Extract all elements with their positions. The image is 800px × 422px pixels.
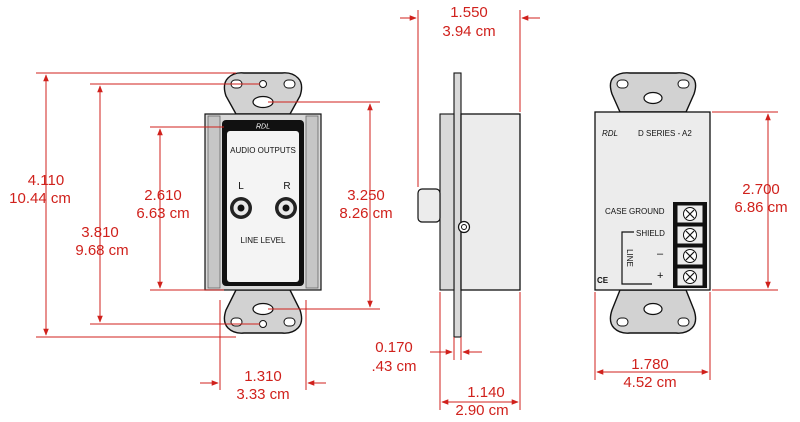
front-brand-logo: RDL bbox=[256, 124, 270, 131]
terminal-screw-3-icon bbox=[676, 246, 704, 266]
rear-view: RDL D SERIES - A2 CASE GROUND SHIELD – +… bbox=[594, 72, 711, 334]
panel-height-in: 2.610 bbox=[144, 187, 182, 204]
panel-height-cm: 6.63 cm bbox=[136, 205, 189, 222]
depth-cm: 3.94 cm bbox=[442, 23, 495, 40]
side-body bbox=[439, 113, 455, 291]
overall-height-cm: 10.44 cm bbox=[9, 190, 71, 207]
dimension-depth: 1.550 3.94 cm bbox=[400, 4, 540, 187]
front-body-left-rail bbox=[207, 115, 221, 289]
dimension-body-height: 3.250 8.26 cm bbox=[268, 101, 393, 310]
dimension-panel-height: 2.610 6.63 cm bbox=[136, 126, 224, 291]
mount-height-cm: 9.68 cm bbox=[75, 242, 128, 259]
dimension-plate-thickness: 0.170 .43 cm bbox=[371, 337, 482, 375]
rear-width-in: 1.780 bbox=[631, 356, 669, 373]
terminal-screw-2-icon bbox=[676, 225, 704, 245]
rear-model-label: D SERIES - A2 bbox=[638, 129, 692, 138]
front-top-ear-slot-right bbox=[283, 79, 296, 89]
rear-top-mount-hole bbox=[643, 91, 663, 105]
terminal-screw-4-icon bbox=[676, 267, 704, 287]
front-bottom-screw-icon bbox=[259, 320, 267, 328]
mount-height-in: 3.810 bbox=[81, 224, 119, 241]
jack-right-icon bbox=[275, 197, 297, 219]
dimension-mount-height: 3.810 9.68 cm bbox=[75, 83, 260, 325]
dimension-body-depth: 1.140 2.90 cm bbox=[439, 292, 521, 419]
rear-top-ear-slot-right bbox=[677, 79, 690, 89]
side-screw-icon bbox=[457, 220, 471, 234]
front-jack-left-label: L bbox=[238, 181, 244, 192]
side-knob bbox=[417, 188, 441, 223]
rear-line-label: LINE bbox=[625, 249, 634, 267]
rear-top-ear-slot-left bbox=[616, 79, 629, 89]
rear-width-cm: 4.52 cm bbox=[623, 374, 676, 391]
dimension-rear-width: 1.780 4.52 cm bbox=[594, 292, 711, 391]
front-body-right-rail bbox=[305, 115, 319, 289]
front-bottom-ear-slot-right bbox=[283, 317, 296, 327]
front-jack-right-label: R bbox=[283, 181, 290, 192]
body-depth-in: 1.140 bbox=[467, 384, 505, 401]
rear-height-cm: 6.86 cm bbox=[734, 199, 787, 216]
body-height-in: 3.250 bbox=[347, 187, 385, 204]
side-screw-center bbox=[461, 224, 467, 230]
rear-minus-label: – bbox=[657, 248, 664, 260]
terminal-screw-1-icon bbox=[676, 204, 704, 224]
front-top-screw-icon bbox=[259, 80, 267, 88]
plate-thickness-cm: .43 cm bbox=[371, 358, 416, 375]
side-box bbox=[460, 113, 521, 291]
rear-ce-mark: CE bbox=[597, 276, 609, 285]
side-plate bbox=[453, 72, 462, 338]
rear-bottom-ear-slot-left bbox=[616, 317, 629, 327]
dimension-front-width: 1.310 3.33 cm bbox=[200, 300, 326, 403]
dimension-overall-height: 4.110 10.44 cm bbox=[9, 72, 236, 338]
rear-bottom-mount-hole bbox=[643, 302, 663, 316]
jack-left-icon bbox=[230, 197, 252, 219]
rear-case-ground-label: CASE GROUND bbox=[605, 207, 665, 216]
front-view: RDL AUDIO OUTPUTS L R LINE LEVEL bbox=[204, 72, 322, 334]
front-panel bbox=[227, 131, 299, 282]
front-bottom-ear-slot-left bbox=[230, 317, 243, 327]
body-depth-cm: 2.90 cm bbox=[455, 402, 508, 419]
depth-in: 1.550 bbox=[450, 4, 488, 21]
front-top-ear bbox=[223, 72, 303, 115]
front-line-level-label: LINE LEVEL bbox=[241, 236, 286, 245]
front-width-cm: 3.33 cm bbox=[236, 386, 289, 403]
plate-thickness-in: 0.170 bbox=[375, 339, 413, 356]
side-view bbox=[417, 72, 521, 338]
overall-height-in: 4.110 bbox=[28, 172, 64, 189]
rear-brand-logo: RDL bbox=[602, 129, 618, 138]
rear-shield-label: SHIELD bbox=[636, 229, 665, 238]
rear-height-in: 2.700 bbox=[742, 181, 780, 198]
front-width-in: 1.310 bbox=[244, 368, 282, 385]
rear-line-bracket bbox=[621, 231, 652, 285]
dimension-rear-height: 2.700 6.86 cm bbox=[712, 111, 788, 291]
rear-bottom-ear-slot-right bbox=[677, 317, 690, 327]
rear-plus-label: + bbox=[657, 270, 663, 282]
body-height-cm: 8.26 cm bbox=[339, 205, 392, 222]
front-audio-outputs-label: AUDIO OUTPUTS bbox=[230, 146, 296, 155]
